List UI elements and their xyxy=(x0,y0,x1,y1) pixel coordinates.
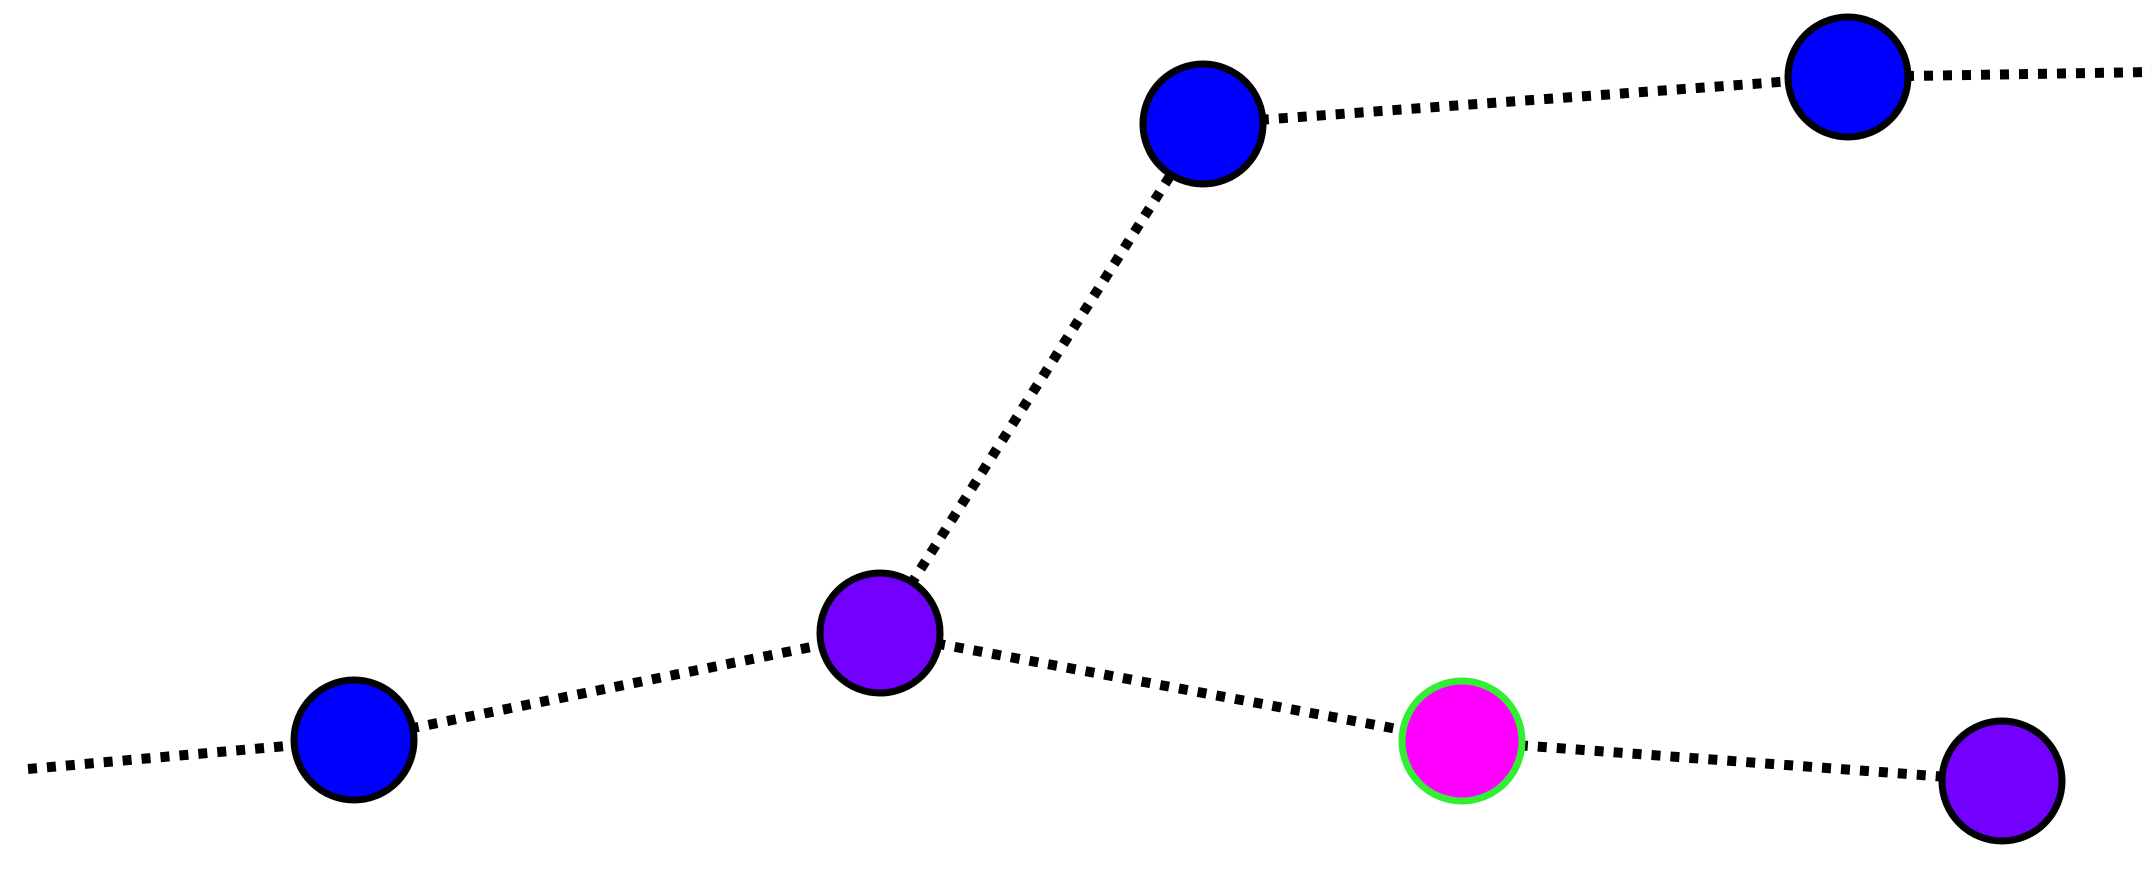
edge-blue-top-center-to-blue-top-right xyxy=(1202,72,1849,129)
node-purple-center[interactable] xyxy=(816,569,944,697)
edge-blue-top-right-to-offscreen-right xyxy=(1847,67,2152,82)
node-purple-right[interactable] xyxy=(1938,717,2066,845)
edge-layer xyxy=(27,67,2152,786)
edge-magenta-highlighted-to-purple-right xyxy=(1461,736,2003,786)
edge-purple-center-to-blue-top-center xyxy=(875,121,1208,636)
node-blue-top-center[interactable] xyxy=(1139,60,1267,188)
node-layer xyxy=(290,13,2066,845)
edge-purple-center-to-magenta-highlighted xyxy=(879,628,1463,746)
node-magenta-highlighted[interactable] xyxy=(1398,677,1526,805)
node-blue-top-right[interactable] xyxy=(1784,13,1912,141)
node-blue-left[interactable] xyxy=(290,676,418,804)
edge-blue-left-to-purple-center xyxy=(353,628,881,745)
